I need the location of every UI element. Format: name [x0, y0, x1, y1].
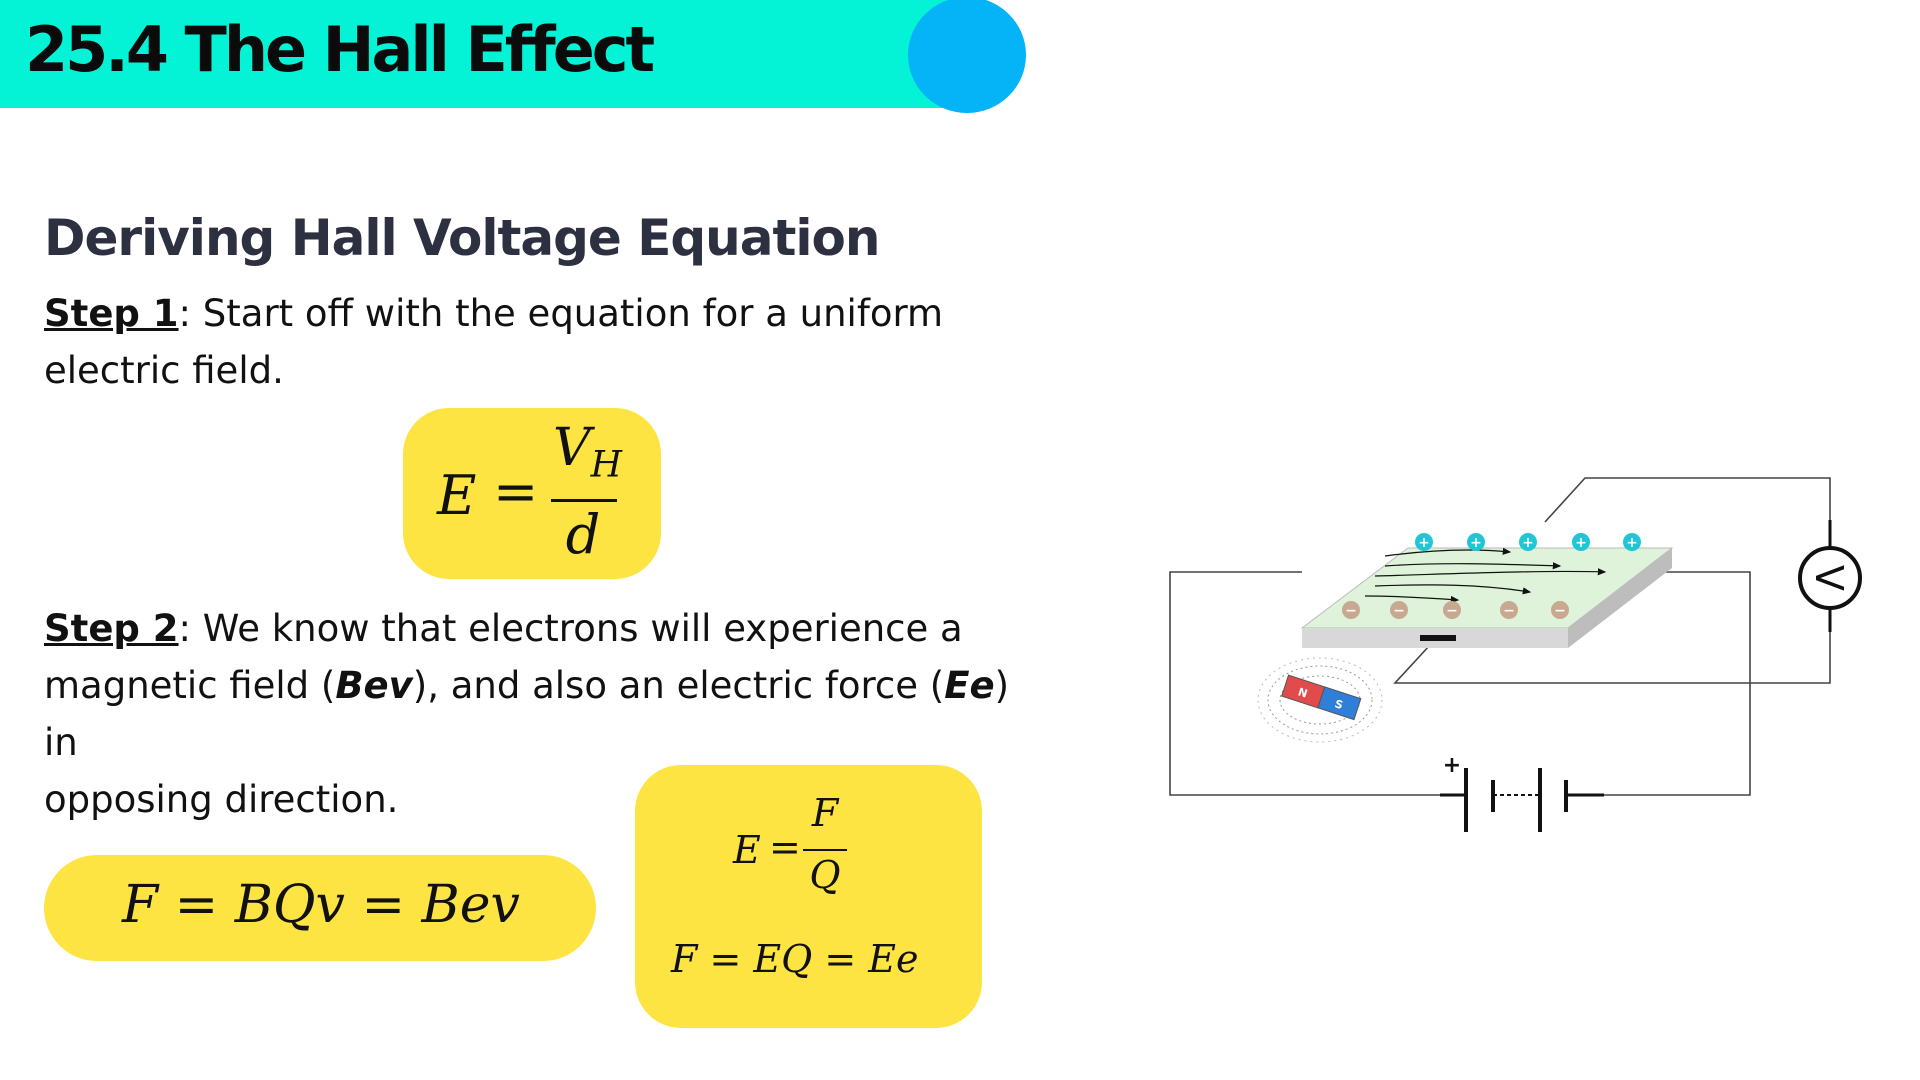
current-arrow-1 — [1384, 547, 1512, 557]
current-arrow-2 — [1384, 562, 1562, 570]
magnet-icon: N S — [1257, 657, 1383, 743]
current-arrow-3 — [1374, 568, 1607, 577]
equation-field-box: E = VH d — [403, 408, 661, 579]
eq-electric-fraction-bar — [803, 849, 847, 851]
svg-text:−: − — [1503, 603, 1515, 619]
svg-text:−: − — [1446, 603, 1458, 619]
magnet-south-label: S — [1333, 697, 1345, 712]
step-2-text-c: ), and also an electric force ( — [412, 664, 945, 707]
eq-field-lhs: E — [437, 464, 477, 527]
battery-icon — [1440, 768, 1604, 832]
step-2-ee: Ee — [944, 664, 995, 707]
svg-text:−: − — [1393, 603, 1405, 619]
step-1-text: : Start off with the equation for a unif… — [178, 292, 944, 335]
step-2-bev: Bev — [335, 664, 413, 707]
svg-text:+: + — [1522, 535, 1534, 551]
equation-electric-box: E = F Q F = EQ = Ee — [635, 765, 982, 1028]
equation-magnetic-box: F = BQv = Bev — [44, 855, 596, 961]
magnet-north-label: N — [1296, 685, 1309, 700]
voltmeter-label: V — [1807, 565, 1851, 591]
step-2-text-d: ) in — [44, 664, 1010, 764]
title-bar — [0, 0, 985, 108]
voltmeter-wire-top — [1544, 477, 1831, 525]
step-1-label: Step 1 — [44, 292, 179, 335]
negative-charges: − − − − − — [1342, 601, 1569, 619]
svg-text:−: − — [1554, 603, 1566, 619]
positive-charges: + + + + + — [1415, 533, 1641, 551]
step-2-paragraph: Step 2: We know that electrons will expe… — [44, 600, 1044, 828]
section-heading: Deriving Hall Voltage Equation — [44, 209, 880, 267]
current-arrow-5 — [1364, 595, 1460, 604]
eq-electric-denominator: Q — [809, 853, 841, 897]
circuit-wire-left — [1169, 571, 1458, 796]
eq-electric-line2: F = EQ = Ee — [671, 937, 919, 981]
step-2-label: Step 2 — [44, 607, 179, 650]
svg-text:+: + — [1470, 535, 1482, 551]
step-1-paragraph: Step 1: Start off with the equation for … — [44, 285, 1044, 399]
eq-field-equals: = — [493, 460, 539, 523]
battery-plus-label: + — [1443, 753, 1461, 778]
svg-text:+: + — [1418, 535, 1430, 551]
svg-text:+: + — [1575, 535, 1587, 551]
eq-field-numerator: VH — [553, 418, 622, 486]
eq-magnetic-text: F = BQv = Bev — [122, 875, 520, 935]
eq-electric-lhs: E — [733, 828, 761, 872]
voltmeter-icon — [1798, 546, 1862, 610]
step-1-text-cont: electric field. — [44, 349, 284, 392]
eq-field-fraction-bar — [551, 499, 617, 502]
hall-plate-side — [1568, 548, 1672, 648]
contact-bar — [1420, 635, 1456, 641]
eq-electric-numerator: F — [811, 791, 839, 835]
current-arrow-4 — [1374, 584, 1532, 595]
eq-field-denominator: d — [565, 503, 601, 566]
voltmeter-wire-bottom — [1393, 630, 1831, 684]
page-title: 25.4 The Hall Effect — [25, 13, 655, 86]
svg-text:+: + — [1626, 535, 1638, 551]
title-circle-decoration — [908, 0, 1026, 113]
svg-text:−: − — [1345, 603, 1357, 619]
eq-electric-equals: = — [769, 825, 801, 869]
step-2-text: : We know that electrons will experience… — [178, 607, 963, 650]
step-2-text-e: opposing direction. — [44, 778, 399, 821]
step-2-text-b: magnetic field ( — [44, 664, 336, 707]
